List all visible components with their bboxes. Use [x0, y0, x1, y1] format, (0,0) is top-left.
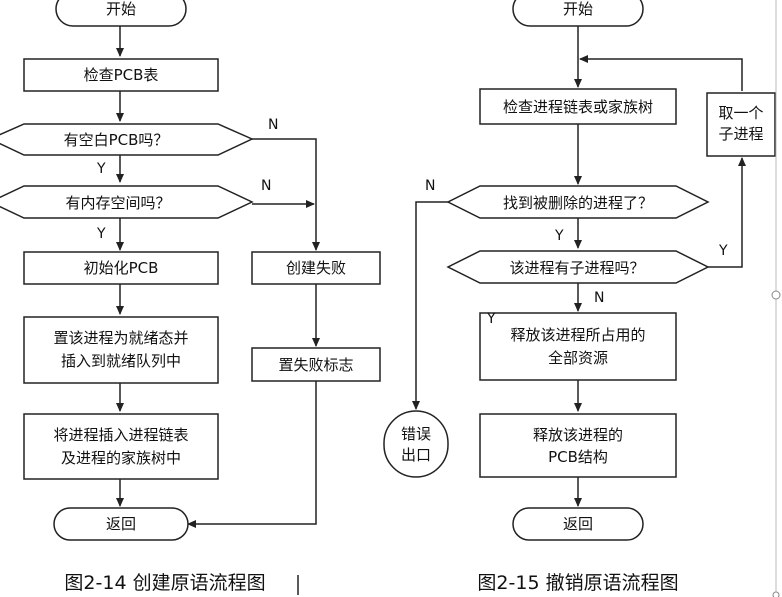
label-n-memory: N: [261, 178, 271, 194]
take-child-line1: 取一个: [718, 104, 763, 122]
resize-handle-corner[interactable]: [772, 591, 780, 597]
return-label: 返回: [106, 515, 136, 533]
start-terminal: [55, 0, 187, 27]
return-terminal: [53, 507, 189, 541]
empty-pcb-question: 有空白PCB吗？: [64, 131, 169, 149]
check-pcb-box: [23, 58, 219, 92]
empty-pcb-decision: [0, 123, 254, 156]
take-child-line2: 子进程: [718, 125, 763, 143]
return-terminal: [512, 507, 644, 541]
init-pcb-label: 初始化PCB: [84, 259, 159, 277]
memory-question: 有内存空间吗？: [65, 194, 170, 212]
child-decision: [446, 250, 710, 284]
return-label: 返回: [563, 515, 593, 533]
start-label: 开始: [106, 0, 136, 18]
take-child-box: [706, 92, 776, 157]
label-y-stray: Y: [486, 311, 496, 327]
set-ready-line2: 插入到就绪队列中: [61, 352, 181, 370]
start-terminal: [512, 0, 644, 27]
set-ready-line1: 置该进程为就绪态并: [53, 329, 188, 347]
create-fail-box: [251, 251, 381, 285]
error-exit-line1: 错误: [401, 425, 431, 443]
release-pcb-line2: PCB结构: [548, 448, 608, 466]
check-list-label: 检查进程链表或家族树: [503, 98, 653, 116]
init-pcb-box: [23, 251, 219, 285]
arrow-flag-to-return: [187, 381, 317, 528]
insert-list-line2: 及进程的家族树中: [61, 449, 181, 467]
release-resources-box: [479, 312, 677, 381]
release-resources-line2: 全部资源: [548, 349, 608, 367]
label-y-memory: Y: [96, 226, 106, 242]
insert-list-box: [23, 413, 219, 480]
arrow-loop-back: [579, 55, 743, 91]
label-n-child: N: [594, 290, 604, 306]
error-exit-terminal: [383, 410, 449, 478]
arrow-q1-no: [252, 138, 320, 251]
found-question: 找到被删除的进程了？: [503, 194, 653, 212]
label-n-empty-pcb: N: [268, 117, 278, 133]
caption-create: 图2-14 创建原语流程图: [64, 572, 265, 594]
label-y-found: Y: [554, 228, 564, 244]
create-primitive-flowchart: 开始 检查PCB表 有空白PCB吗？ 有内存空间吗？ 初始化PCB 置该进程为就…: [0, 0, 381, 594]
error-exit-line2: 出口: [401, 446, 431, 464]
arrow-child-yes: [708, 157, 746, 268]
insert-list-line1: 将进程插入进程链表: [53, 426, 188, 444]
resize-handle[interactable]: [771, 290, 781, 300]
set-ready-box: [23, 316, 219, 384]
arrow-found-no: [412, 201, 448, 410]
memory-decision: [0, 185, 254, 219]
check-list-box: [479, 88, 677, 125]
child-question: 该进程有子进程吗？: [509, 259, 644, 277]
set-fail-flag-box: [251, 347, 381, 382]
release-resources-line1: 释放该进程所占用的: [510, 326, 645, 344]
release-pcb-box: [479, 413, 677, 478]
set-fail-flag-label: 置失败标志: [278, 356, 353, 374]
check-pcb-label: 检查PCB表: [84, 66, 159, 84]
label-y-empty-pcb: Y: [96, 161, 106, 177]
caption-destroy: 图2-15 撤销原语流程图: [477, 572, 678, 594]
destroy-primitive-flowchart: 开始 检查进程链表或家族树 取一个 子进程 找到被删除的进程了？ 该进程有子进程…: [383, 0, 776, 594]
create-fail-label: 创建失败: [286, 259, 346, 277]
found-decision: [446, 185, 710, 219]
label-y-child: Y: [718, 243, 728, 259]
start-label: 开始: [563, 0, 593, 18]
release-pcb-line1: 释放该进程的: [533, 426, 623, 444]
label-n-found: N: [425, 178, 435, 194]
